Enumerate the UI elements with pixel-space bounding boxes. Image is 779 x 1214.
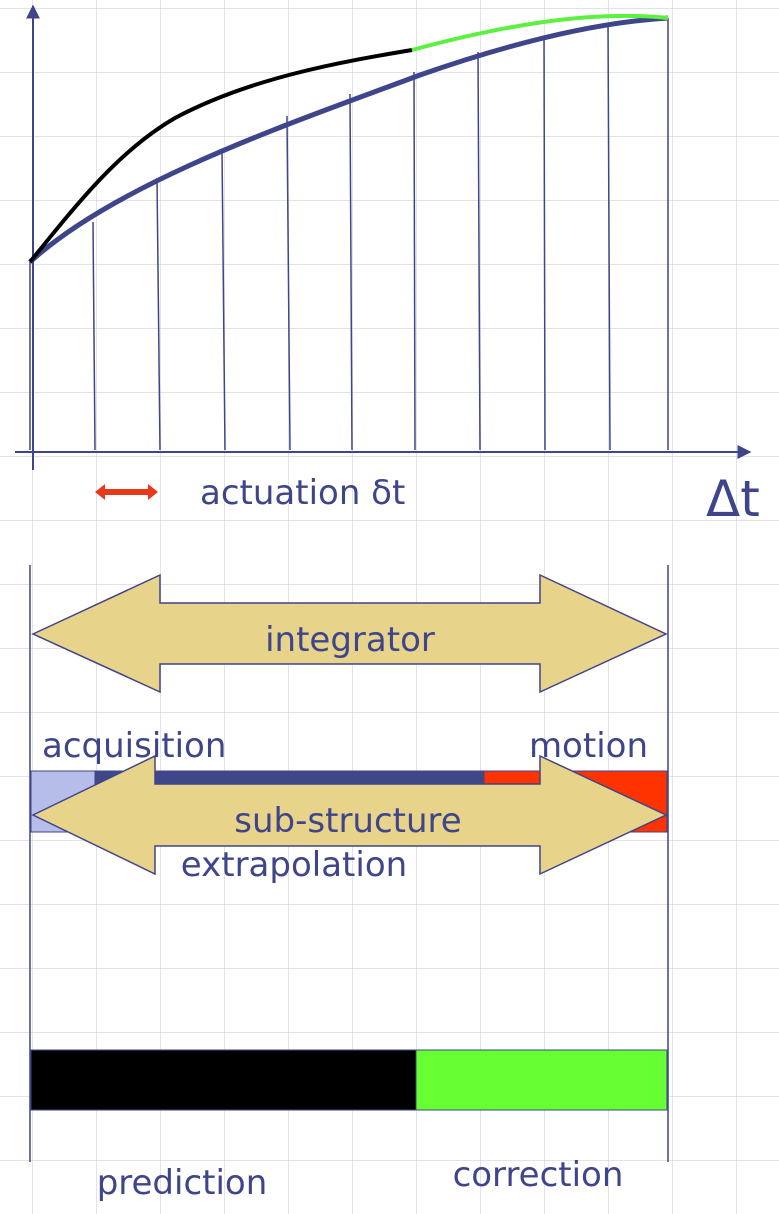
step-line: [156, 177, 161, 451]
step-line: [477, 51, 481, 451]
prediction-label: prediction: [97, 1163, 268, 1203]
integrator-double-arrow: [31, 573, 668, 694]
time-step-lines: [29, 18, 669, 451]
step-line: [286, 115, 291, 451]
delta-t-label: Δt: [706, 470, 760, 528]
step-line: [221, 149, 226, 451]
actuation-label: actuation δt: [200, 473, 405, 513]
actuation-double-arrow: [95, 484, 158, 500]
prediction-curve: [28, 48, 413, 264]
sub-structure-double-arrow: [31, 754, 668, 876]
sub-structure-label: sub-structure: [234, 801, 461, 841]
correction-segment: [415, 1049, 668, 1111]
extrapolation-label: extrapolation: [181, 845, 407, 885]
step-line: [413, 71, 416, 451]
step-line: [349, 93, 353, 451]
step-line: [543, 35, 546, 451]
step-line: [607, 23, 611, 451]
acquisition-label: acquisition: [42, 726, 226, 766]
correction-label: correction: [453, 1155, 624, 1195]
step-line: [92, 221, 96, 451]
prediction-segment: [30, 1049, 417, 1111]
correction-curve: [411, 13, 669, 52]
integrator-label: integrator: [265, 620, 435, 660]
main-curve: [28, 15, 669, 264]
